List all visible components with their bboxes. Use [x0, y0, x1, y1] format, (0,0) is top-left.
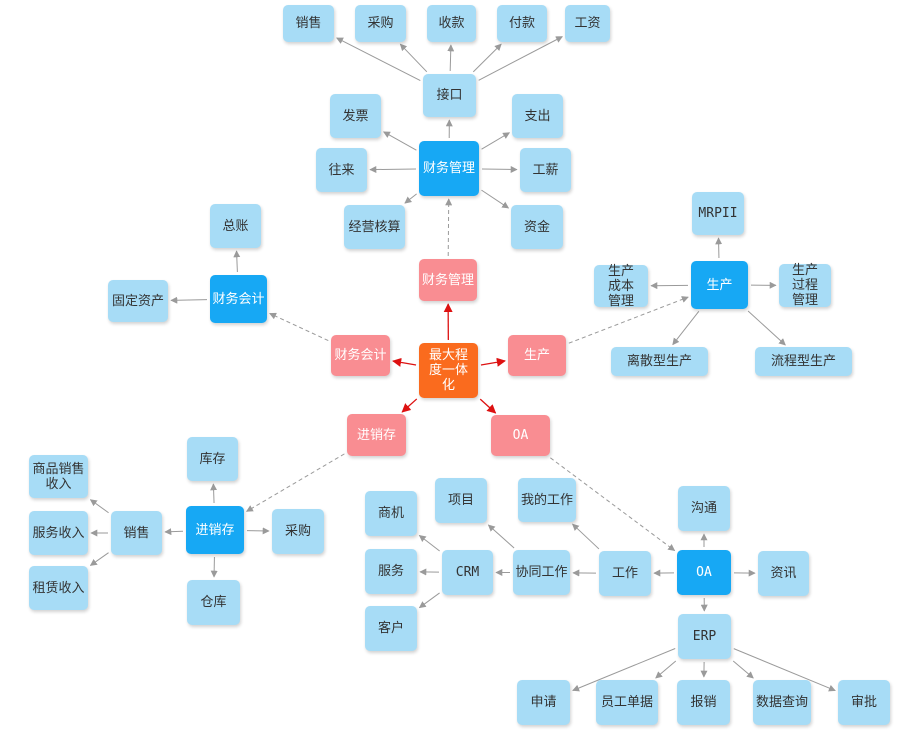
- arrow-fm_interface-to-fm_purchase: [399, 43, 428, 73]
- iv-lease-revenue: 租赁收入: [29, 566, 88, 610]
- arrow-l1_inventory-to-iv_hub: [245, 453, 345, 512]
- arrow-oa_erp-to-oa_approve: [733, 648, 836, 692]
- oa-approval: 审批: [838, 680, 890, 725]
- arrow-fm_hub-to-fm_pay: [481, 165, 518, 173]
- arrow-fm_interface-to-fm_payment: [472, 43, 502, 73]
- financial-accounting-hub: 财务会计: [210, 275, 267, 323]
- arrow-center-to-l1_inventory: [401, 398, 418, 413]
- arrow-fm_hub-to-fm_expense: [481, 132, 511, 150]
- pr-flow-production: 流程型生产: [755, 347, 852, 376]
- arrow-fm_interface-to-fm_salary: [478, 36, 563, 81]
- arrow-l1_finance_mgmt-to-fm_hub: [445, 198, 453, 257]
- l1-oa: OA: [491, 415, 550, 456]
- pr-mrpii: MRPII: [692, 192, 744, 235]
- oa-work: 工作: [599, 551, 651, 596]
- arrow-fm_hub-to-fm_fund: [481, 189, 510, 209]
- oa-communication: 沟通: [678, 486, 730, 531]
- oa-hub: OA: [677, 550, 731, 595]
- pr-cost-management: 生产成本管理: [594, 264, 648, 309]
- iv-service-revenue: 服务收入: [29, 511, 88, 555]
- arrow-fm_hub-to-fm_business: [404, 193, 417, 204]
- oa-data-query: 数据查询: [753, 680, 811, 725]
- l1-finance-management: 财务管理: [419, 259, 477, 301]
- arrow-oa_crm-to-oa_customer: [418, 592, 440, 609]
- arrow-center-to-l1_oa: [479, 398, 497, 414]
- arrow-center-to-l1_finance_acct: [392, 357, 417, 367]
- arrow-oa_erp-to-oa_apply: [572, 648, 676, 692]
- iv-sales: 销售: [111, 511, 162, 555]
- arrow-iv_hub-to-iv_sales: [164, 528, 184, 536]
- fm-payroll: 工薪: [520, 148, 571, 192]
- arrow-pr_hub-to-pr_discrete: [672, 311, 700, 346]
- arrow-fm_interface-to-fm_receipt: [447, 44, 455, 72]
- fm-payment: 付款: [497, 5, 547, 42]
- arrow-center-to-l1_production: [480, 357, 506, 367]
- arrow-l1_finance_acct-to-fa_hub: [269, 312, 329, 342]
- fm-receipt: 收款: [427, 5, 476, 42]
- oa-service: 服务: [365, 549, 417, 594]
- arrow-l1_production-to-pr_hub: [568, 296, 689, 344]
- iv-purchase: 采购: [272, 509, 324, 554]
- interface-node: 接口: [423, 74, 476, 117]
- iv-stock: 库存: [187, 437, 238, 481]
- oa-my-work: 我的工作: [518, 478, 576, 522]
- fm-expense: 支出: [512, 94, 563, 138]
- center-node-max-integration: 最大程度一体化: [419, 343, 478, 398]
- fm-sales: 销售: [283, 5, 334, 42]
- arrow-fm_hub-to-fm_account: [369, 166, 417, 174]
- arrow-pr_hub-to-pr_flow: [747, 310, 786, 346]
- oa-crm: CRM: [442, 550, 493, 595]
- oa-project: 项目: [435, 478, 487, 523]
- oa-collaboration: 协同工作: [513, 550, 570, 595]
- pr-discrete-production: 离散型生产: [611, 347, 708, 376]
- arrow-fa_hub-to-fa_ledger: [233, 250, 241, 273]
- fm-purchase: 采购: [355, 5, 406, 42]
- oa-news: 资讯: [758, 551, 809, 596]
- arrow-oa_erp-to-oa_query: [732, 660, 754, 679]
- finance-management-hub: 财务管理: [419, 141, 479, 196]
- pr-process-management: 生产过程管理: [779, 263, 831, 308]
- iv-warehouse: 仓库: [187, 580, 240, 625]
- arrow-iv_hub-to-iv_stock: [210, 483, 218, 504]
- fm-salary: 工资: [565, 5, 610, 42]
- l1-production: 生产: [508, 335, 566, 376]
- production-hub: 生产: [691, 261, 748, 309]
- arrow-iv_sales-to-iv_lease: [89, 552, 109, 566]
- arrow-fm_interface-to-fm_sales: [336, 37, 421, 82]
- arrow-oa_crm-to-oa_opportunity: [418, 534, 440, 552]
- fm-current-accounts: 往来: [316, 148, 367, 192]
- inventory-hub: 进销存: [186, 506, 244, 554]
- fm-business-accounting: 经营核算: [344, 205, 405, 249]
- l1-inventory: 进销存: [347, 414, 406, 456]
- oa-erp: ERP: [678, 614, 731, 659]
- oa-reimbursement: 报销: [677, 680, 730, 725]
- oa-employee-documents: 员工单据: [596, 680, 658, 725]
- arrow-l1_oa-to-oa_hub: [550, 457, 676, 551]
- arrow-oa_work-to-oa_mywork: [572, 523, 600, 550]
- oa-opportunity: 商机: [365, 491, 417, 536]
- oa-apply: 申请: [517, 680, 570, 725]
- fa-general-ledger: 总账: [210, 204, 261, 248]
- iv-goods-sales-revenue: 商品销售收入: [29, 455, 88, 498]
- fm-invoice: 发票: [330, 94, 381, 138]
- arrow-iv_sales-to-iv_goods: [89, 499, 109, 514]
- arrow-fa_hub-to-fa_fixed: [170, 296, 208, 304]
- fm-funds: 资金: [511, 205, 563, 249]
- arrow-oa_collab-to-oa_project: [487, 524, 515, 549]
- arrow-fm_hub-to-fm_invoice: [383, 131, 417, 151]
- oa-customer: 客户: [365, 606, 417, 651]
- fa-fixed-assets: 固定资产: [108, 280, 168, 322]
- l1-financial-accounting: 财务会计: [331, 335, 390, 376]
- arrow-oa_erp-to-oa_document: [655, 660, 677, 679]
